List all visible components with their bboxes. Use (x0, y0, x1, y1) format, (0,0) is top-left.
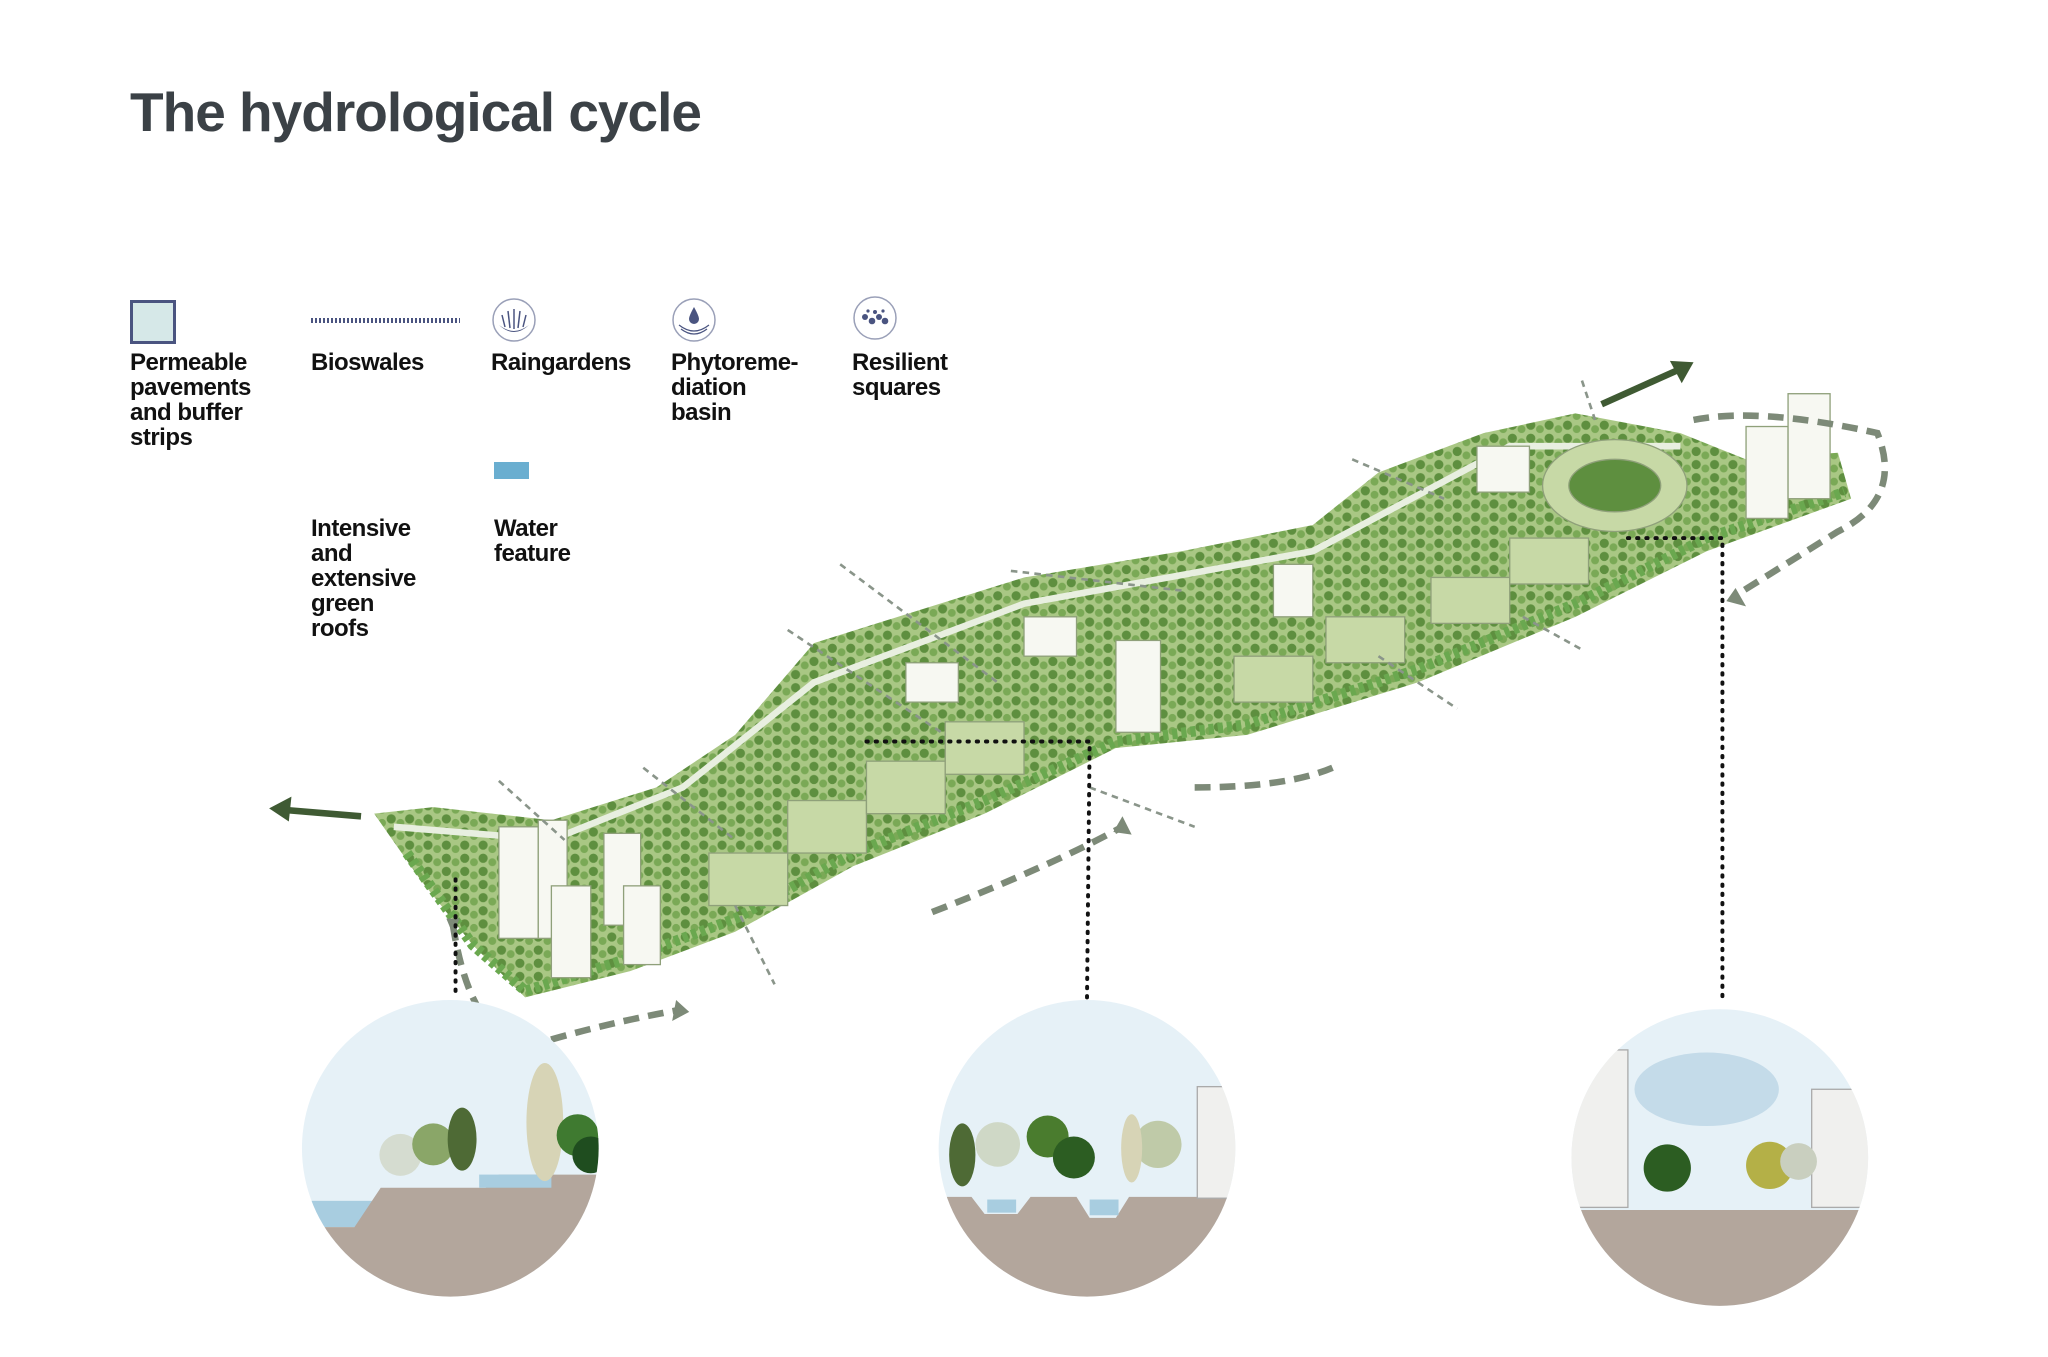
legend-label-phytoremediation: Phytoreme- diation basin (671, 349, 799, 426)
dotted-line-icon (311, 318, 460, 323)
outflow-arrows (281, 367, 1680, 820)
raingarden-icon (492, 298, 536, 342)
permeable-square-icon (130, 300, 176, 344)
leader-lines (453, 536, 1725, 1000)
legend-label-raingardens: Raingardens (491, 349, 631, 376)
legend-label-green-roofs: Intensive and extensive green roofs (311, 515, 416, 642)
raindrops-icon (853, 296, 897, 340)
arrow-heads (446, 587, 1747, 1022)
legend-label-permeable: Permeable pavements and buffer strips (130, 349, 251, 451)
section-vignette-2 (938, 1000, 1236, 1297)
legend-label-water-feature: Water feature (494, 515, 571, 567)
evapotranspiration-arrows (497, 380, 1597, 985)
section-vignette-1 (301, 1000, 599, 1297)
page-title: The hydrological cycle (130, 81, 702, 143)
legend-label-bioswales: Bioswales (311, 349, 424, 376)
legend-label-resilient-squares: Resilient squares (852, 349, 948, 401)
site-landmass (374, 413, 1852, 998)
buildings (498, 393, 1831, 979)
water-square-icon (494, 462, 529, 479)
water-drop-basin-icon (672, 298, 716, 342)
section-vignette-3 (1571, 1009, 1869, 1306)
